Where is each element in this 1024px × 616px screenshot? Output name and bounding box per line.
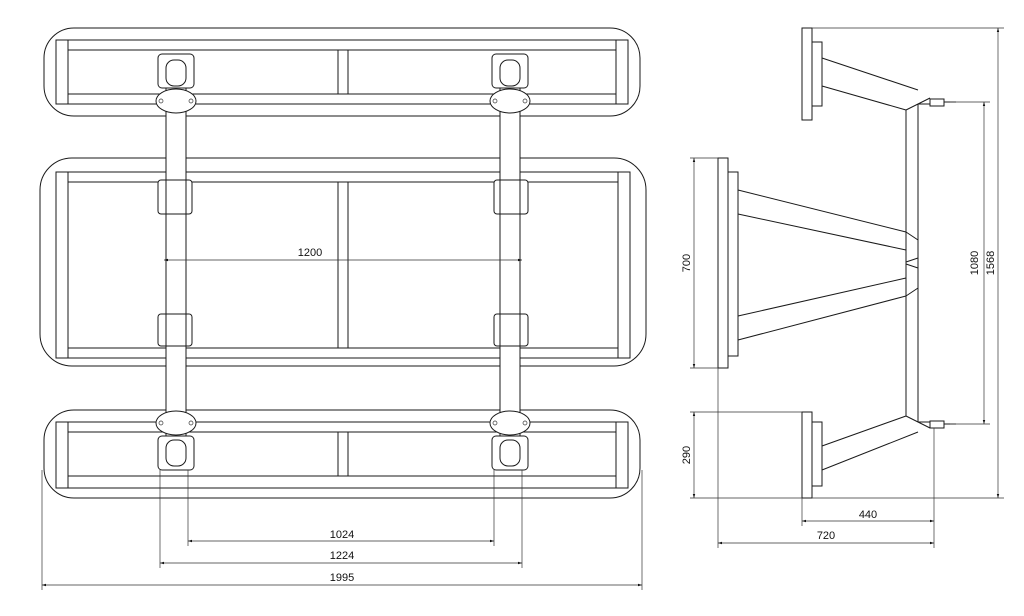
extension-lines-side (690, 27, 1004, 548)
dim-overall-length: 1995 (42, 572, 642, 587)
side-top-board (801, 27, 823, 121)
plan-view: 1200 1024 1224 1995 (39, 27, 647, 590)
dim-back-height: 290 (681, 412, 696, 498)
top-board (43, 27, 641, 117)
dim-mount-inner: 1024 (188, 529, 494, 543)
dim-mount-outer-label: 1224 (330, 550, 354, 562)
side-lower-arm (821, 415, 919, 471)
side-middle-board (717, 157, 739, 369)
side-top-bolt (929, 98, 956, 107)
dim-seat-depth-label: 700 (681, 254, 693, 272)
dim-mount-inner-label: 1024 (330, 529, 354, 541)
dim-overall-height: 1568 (985, 28, 1000, 498)
extension-lines-plan (41, 470, 643, 590)
side-middle-struts (737, 189, 907, 341)
bottom-board (43, 409, 641, 499)
side-bottom-bolt (929, 420, 956, 429)
middle-board (39, 157, 647, 367)
dim-foot-span: 1080 (969, 102, 986, 424)
dim-seat-depth: 700 (681, 158, 696, 368)
dim-base-depth: 440 (802, 509, 934, 523)
dim-overall-depth: 720 (718, 530, 934, 545)
side-upper-arm (821, 57, 919, 111)
left-rail (155, 53, 197, 471)
dim-overall-depth-label: 720 (817, 530, 835, 542)
dim-overall-length-label: 1995 (330, 572, 354, 584)
side-view: 700 290 1080 1568 440 720 (681, 27, 1004, 548)
dim-back-height-label: 290 (681, 446, 693, 464)
dim-inner-span-label: 1200 (298, 247, 322, 259)
dim-foot-span-label: 1080 (969, 251, 981, 275)
dim-overall-height-label: 1568 (985, 251, 997, 275)
dim-base-depth-label: 440 (859, 509, 877, 521)
dim-mount-outer: 1224 (160, 550, 522, 565)
right-rail (489, 53, 531, 471)
side-bottom-board (801, 411, 823, 499)
dim-inner-span: 1200 (164, 247, 522, 262)
side-upright-post (905, 97, 934, 429)
